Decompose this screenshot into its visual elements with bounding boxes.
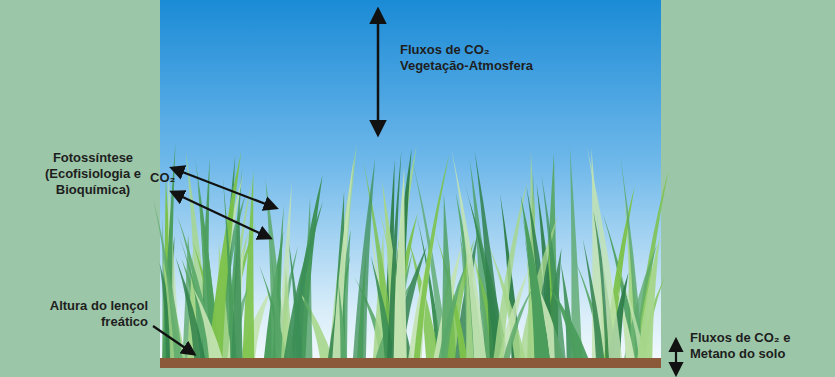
sky-panel xyxy=(160,0,661,362)
caption-label: Fluxos de CO₂ Vegetação-Atmosfera xyxy=(400,42,560,74)
co2-arrow xyxy=(172,168,276,208)
grass-blade xyxy=(193,288,223,360)
leader-arrow xyxy=(153,326,194,354)
grass-blade xyxy=(548,285,589,360)
grass-blade xyxy=(283,201,323,360)
grass-blade xyxy=(438,263,466,360)
grass-blade xyxy=(338,277,347,360)
grass-blade xyxy=(493,182,527,360)
soil-flux-arrow xyxy=(675,340,677,374)
gas-label: CO₂ xyxy=(150,170,190,186)
grass-blade xyxy=(452,149,487,360)
flux-arrow xyxy=(377,10,380,134)
soil-strip xyxy=(160,358,661,368)
grass-blade xyxy=(503,287,533,360)
caption-label: Altura do lençol freático xyxy=(44,298,148,330)
grass-blade xyxy=(332,158,354,360)
grass-blade xyxy=(414,154,450,360)
grass-blade xyxy=(357,249,366,360)
grass xyxy=(153,143,668,360)
grass-blade xyxy=(387,151,401,360)
grass-blade xyxy=(231,203,242,360)
grass-blade xyxy=(521,195,551,360)
grass-blade xyxy=(587,146,622,360)
grass-blade xyxy=(637,235,660,360)
co2-arrow xyxy=(172,192,270,238)
caption-label: Fluxos de CO₂ e Metano do solo xyxy=(690,330,814,362)
caption-label: Fotossíntese (Ecofisiologia e Bioquímica… xyxy=(42,150,144,198)
